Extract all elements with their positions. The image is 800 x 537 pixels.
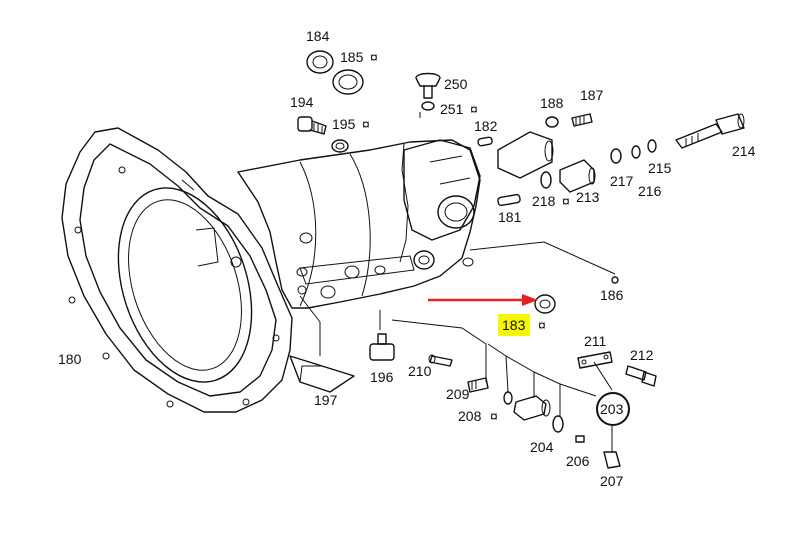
label-213: 213 bbox=[576, 189, 600, 205]
label-180: 180 bbox=[58, 351, 82, 367]
actuator-204 bbox=[513, 395, 551, 421]
marker-183: ¤ bbox=[538, 317, 546, 333]
shift-housing-188 bbox=[497, 116, 559, 179]
plug-183 bbox=[534, 294, 556, 314]
label-182: 182 bbox=[474, 118, 498, 134]
label-210: 210 bbox=[408, 363, 432, 379]
label-183: 183 bbox=[502, 317, 526, 333]
marker-185: ¤ bbox=[370, 49, 378, 65]
pin-210 bbox=[428, 354, 453, 367]
label-218: 218 bbox=[532, 193, 556, 209]
label-207: 207 bbox=[600, 473, 624, 489]
bolt-194 bbox=[297, 116, 327, 135]
label-181: 181 bbox=[498, 209, 522, 225]
bolt-212 bbox=[625, 365, 657, 387]
label-188: 188 bbox=[540, 95, 564, 111]
label-216: 216 bbox=[638, 183, 662, 199]
ball-186 bbox=[611, 276, 619, 284]
label-185: 185 bbox=[340, 49, 364, 65]
circle-marker-203 bbox=[596, 392, 630, 426]
pin-182 bbox=[477, 136, 493, 147]
washer-216 bbox=[631, 145, 641, 159]
label-208: 208 bbox=[458, 408, 482, 424]
transmission-case bbox=[237, 139, 481, 309]
label-186: 186 bbox=[600, 287, 624, 303]
washer-208 bbox=[503, 391, 513, 405]
washer-195 bbox=[331, 139, 349, 153]
ring-218 bbox=[540, 171, 552, 189]
seal-ring-184 bbox=[306, 50, 334, 74]
label-184: 184 bbox=[306, 28, 330, 44]
label-206: 206 bbox=[566, 453, 590, 469]
callout-arrow bbox=[428, 294, 538, 306]
marker-195: ¤ bbox=[362, 116, 370, 132]
marker-251: ¤ bbox=[470, 101, 478, 117]
label-204: 204 bbox=[530, 439, 554, 455]
pin-181 bbox=[497, 193, 521, 207]
label-187: 187 bbox=[580, 87, 604, 103]
label-214: 214 bbox=[732, 143, 756, 159]
seal-ring-185 bbox=[332, 69, 364, 95]
bracket-197 bbox=[289, 355, 355, 393]
washer-215 bbox=[647, 139, 657, 153]
sensor-196 bbox=[369, 333, 395, 361]
label-215: 215 bbox=[648, 160, 672, 176]
marker-218: ¤ bbox=[562, 193, 570, 209]
sleeve-213 bbox=[559, 159, 596, 193]
label-250: 250 bbox=[444, 76, 468, 92]
washer-217 bbox=[610, 148, 622, 164]
breather-250 bbox=[415, 72, 441, 99]
label-211: 211 bbox=[584, 333, 607, 349]
seal-251 bbox=[421, 101, 435, 111]
label-217: 217 bbox=[610, 173, 634, 189]
plate-211 bbox=[577, 351, 613, 369]
label-195: 195 bbox=[332, 116, 356, 132]
label-196: 196 bbox=[370, 369, 394, 385]
highlight-183 bbox=[498, 314, 530, 336]
leader-lines bbox=[299, 112, 616, 452]
bell-housing-part bbox=[61, 127, 293, 413]
connector-207 bbox=[603, 451, 621, 469]
label-194: 194 bbox=[290, 94, 314, 110]
bolt-209 bbox=[467, 377, 489, 393]
seal-206 bbox=[552, 415, 585, 443]
label-203: 203 bbox=[600, 401, 624, 417]
label-251: 251 bbox=[440, 101, 464, 117]
marker-208: ¤ bbox=[490, 408, 498, 424]
label-209: 209 bbox=[446, 386, 470, 402]
label-212: 212 bbox=[630, 347, 654, 363]
part-labels: 184 185 ¤ 250 251 ¤ 188 187 194 195 ¤ 18… bbox=[58, 28, 756, 489]
screw-187 bbox=[571, 113, 593, 127]
label-197: 197 bbox=[314, 392, 338, 408]
speedo-drive-214 bbox=[675, 113, 745, 149]
